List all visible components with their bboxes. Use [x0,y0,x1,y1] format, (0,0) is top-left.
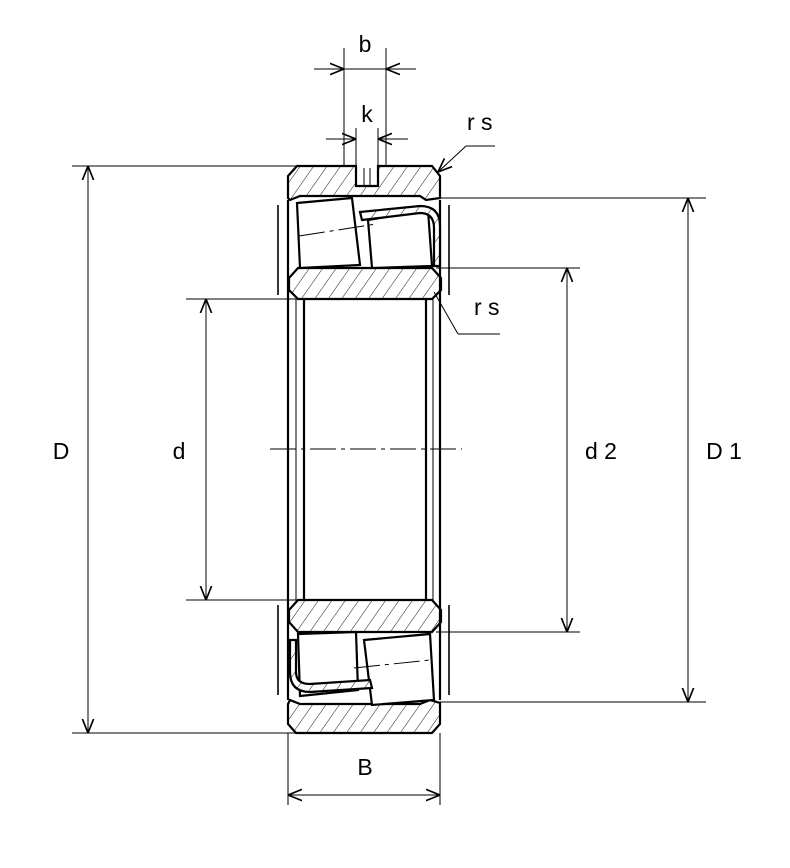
label-k: k [361,101,373,127]
roller-bottom-right [362,632,436,707]
outer-ring-bottom [286,698,442,735]
cage-top [358,204,442,268]
label-D: D [53,438,70,464]
dimension-D: D [53,165,296,734]
dimension-D1: D 1 [436,197,742,703]
inner-ring-top [287,266,443,301]
leader-rs-middle: r s [433,291,500,335]
dimension-d: d [173,298,304,601]
label-rs-top: r s [467,109,493,135]
label-d2: d 2 [585,438,617,464]
dimension-d2: d 2 [436,267,617,633]
dimension-k: k [326,101,408,166]
lubrication-groove [363,168,371,186]
label-B: B [357,754,372,780]
dimension-B: B [287,733,441,805]
leader-rs-top: r s [438,109,495,172]
label-rs-middle: r s [474,294,500,320]
roller-top-left [295,196,362,270]
cage-bottom [288,638,374,694]
dimension-b: b [314,31,416,166]
label-b: b [359,31,372,57]
center-lines [270,223,462,669]
inner-ring-bottom [287,598,443,634]
label-d: d [173,438,186,464]
label-D1: D 1 [706,438,742,464]
